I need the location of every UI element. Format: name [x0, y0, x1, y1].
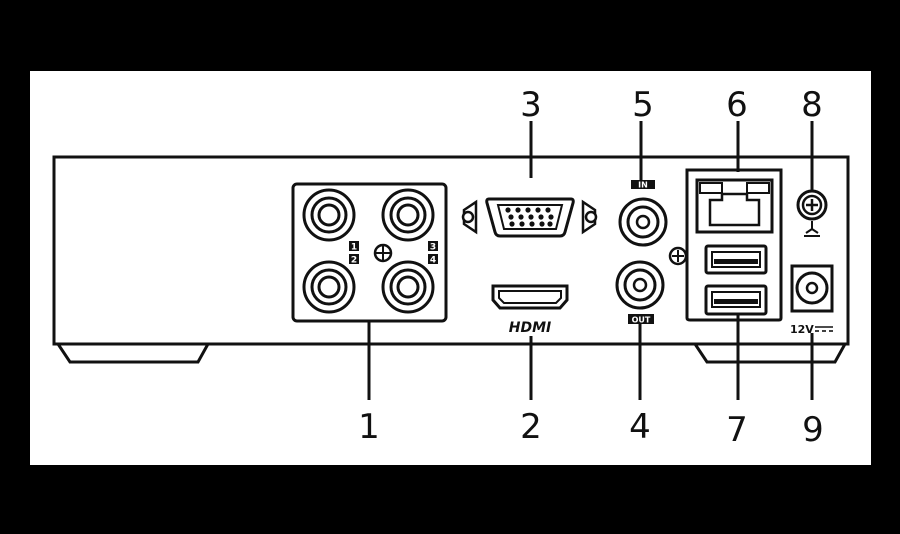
bnc-connector — [381, 260, 435, 314]
callout-7: 7 — [726, 410, 748, 450]
vga-port — [461, 197, 598, 238]
center-screw-icon — [373, 243, 393, 263]
bnc-label-4: 4 — [430, 256, 436, 266]
bnc-video-inputs: 1 2 3 4 — [291, 182, 448, 323]
bnc-connector — [302, 260, 356, 314]
callout-8: 8 — [801, 85, 823, 125]
callout-5: 5 — [632, 85, 654, 125]
audio-out-label: OUT — [632, 316, 651, 325]
vga-screw-icon — [461, 210, 475, 224]
ground-terminal-icon — [796, 189, 828, 237]
panel-screw-icon — [668, 246, 688, 266]
left-foot — [55, 342, 211, 364]
bnc-label-1: 1 — [351, 243, 357, 253]
power-rating-label: 12V — [790, 323, 814, 336]
bnc-label-2: 2 — [351, 256, 357, 266]
callout-2: 2 — [520, 407, 542, 447]
bnc-label-3: 3 — [430, 243, 436, 253]
callout-1: 1 — [358, 407, 380, 447]
usb-port — [704, 284, 768, 316]
callout-3: 3 — [520, 85, 542, 125]
audio-in-port: IN — [618, 180, 668, 247]
bnc-connector — [381, 188, 435, 242]
callout-9: 9 — [802, 410, 824, 450]
callout-4: 4 — [629, 407, 651, 447]
hdmi-port: HDMI — [491, 284, 569, 336]
audio-out-port: OUT — [615, 260, 665, 325]
right-foot — [692, 342, 848, 364]
audio-in-label: IN — [638, 181, 648, 190]
hdmi-logo: HDMI — [509, 320, 551, 336]
ethernet-port — [695, 178, 774, 234]
vga-screw-icon — [584, 210, 598, 224]
bnc-connector — [302, 188, 356, 242]
dc-power-jack: 12V — [790, 264, 834, 336]
usb-port — [704, 244, 768, 275]
callout-6: 6 — [726, 85, 748, 125]
